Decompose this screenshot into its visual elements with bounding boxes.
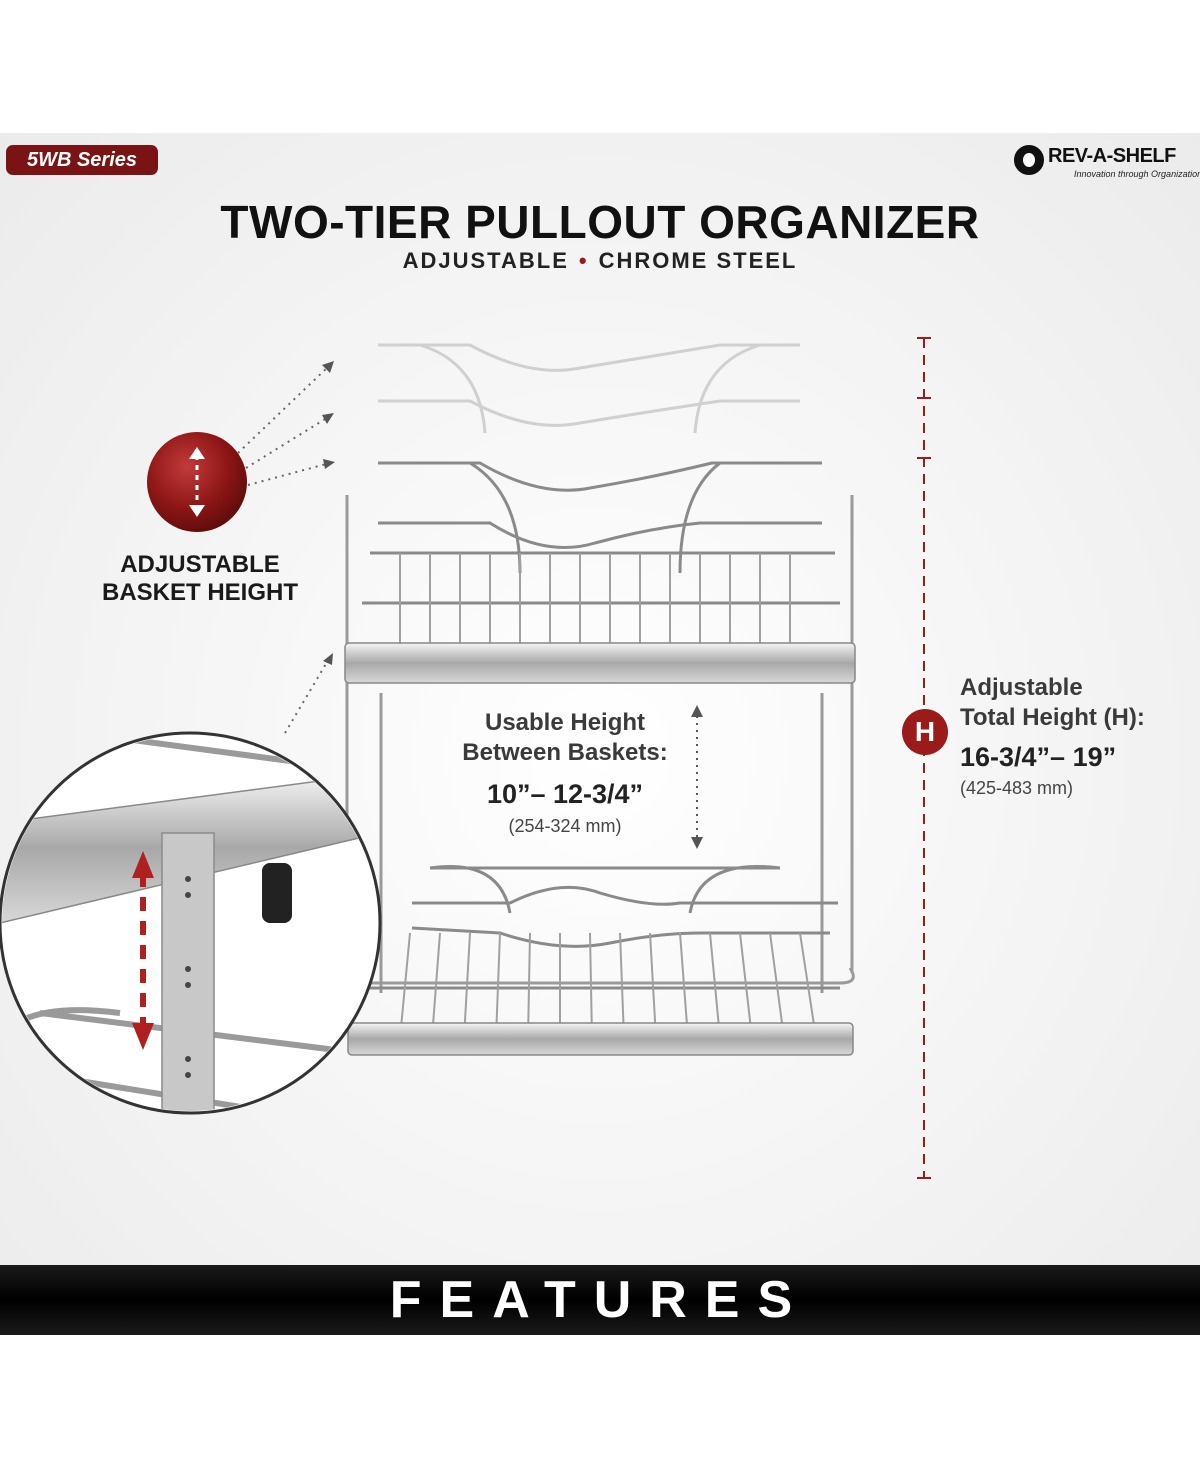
- features-banner: FEATURES: [0, 1265, 1200, 1335]
- lower-basket: [365, 864, 840, 1040]
- subtitle-adjustable: ADJUSTABLE: [402, 248, 569, 273]
- side-frame: [345, 495, 855, 993]
- page-title: TWO-TIER PULLOUT ORGANIZER: [220, 196, 980, 248]
- h-badge: H: [902, 709, 948, 755]
- ghost-baskets: [378, 343, 800, 434]
- series-badge: 5WB Series: [6, 145, 158, 175]
- total-height-label: Adjustable Total Height (H): 16-3/4”– 19…: [960, 673, 1180, 799]
- usable-metric: (254-324 mm): [508, 816, 622, 836]
- total-value: 16-3/4”– 19”: [960, 742, 1117, 772]
- usable-height-arrow: [691, 705, 703, 849]
- product-panel: 5WB Series REV-A-SHELF Innovation throug…: [0, 133, 1200, 1265]
- basket-height-callout: ADJUSTABLE BASKET HEIGHT: [70, 551, 330, 607]
- basket-callout-line1: ADJUSTABLE: [120, 551, 280, 578]
- upper-basket: [362, 461, 840, 665]
- total-line1: Adjustable: [960, 674, 1083, 701]
- usable-line2: Between Baskets:: [462, 739, 668, 766]
- usable-line1: Usable Height: [484, 709, 646, 736]
- logo-mark-icon: [1014, 145, 1044, 175]
- total-line2: Total Height (H):: [960, 704, 1145, 731]
- basket-callout-line2: BASKET HEIGHT: [101, 579, 298, 606]
- detail-zoom-circle: [0, 731, 382, 1115]
- lower-slide-rail: [347, 1022, 854, 1056]
- organizer-illustration: [0, 337, 931, 1179]
- logo-tagline: Innovation through Organization: [1074, 169, 1200, 179]
- logo-name: REV-A-SHELF: [1048, 145, 1176, 167]
- total-height-dimension: [917, 337, 931, 1179]
- pointer-lines: [237, 364, 331, 734]
- upper-slide-rail: [344, 642, 856, 684]
- brand-logo: REV-A-SHELF Innovation through Organizat…: [1014, 141, 1200, 183]
- subtitle-material: CHROME STEEL: [598, 248, 798, 273]
- usable-height-label: Usable Height Between Baskets: 10”– 12-3…: [440, 708, 690, 838]
- adjustable-height-icon: [147, 432, 247, 532]
- subtitle-separator: •: [578, 248, 589, 273]
- total-metric: (425-483 mm): [960, 778, 1074, 798]
- lower-basket-wires: [399, 932, 817, 1039]
- usable-value: 10”– 12-3/4”: [486, 779, 644, 809]
- page-subtitle: ADJUSTABLE • CHROME STEEL: [0, 248, 1200, 274]
